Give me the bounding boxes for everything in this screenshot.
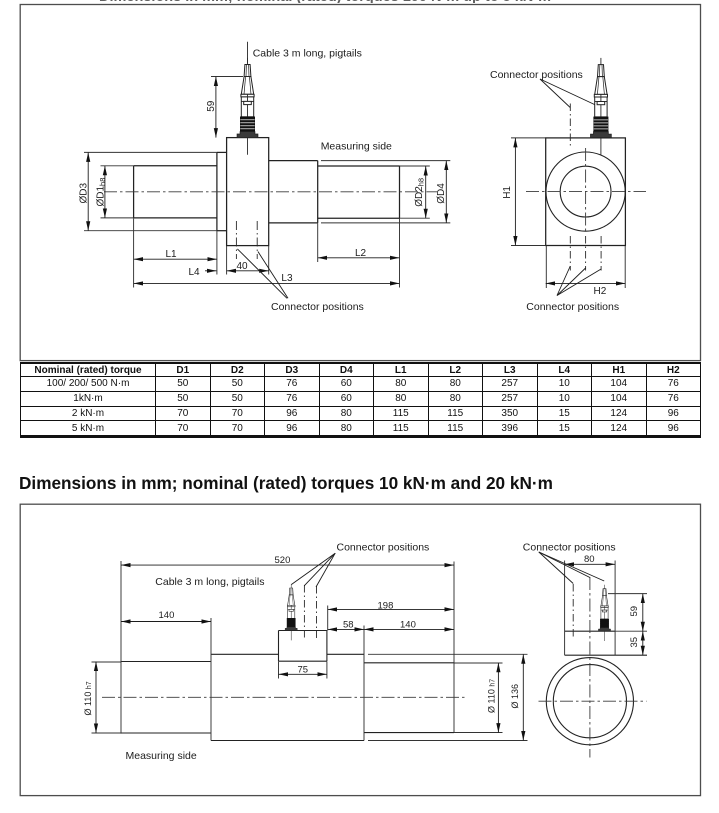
svg-text:H2: H2 — [594, 286, 607, 297]
svg-text:Connector positions: Connector positions — [523, 542, 616, 554]
svg-text:Connector positions: Connector positions — [490, 69, 583, 81]
svg-text:80: 80 — [584, 554, 595, 565]
svg-text:Ø 136: Ø 136 — [510, 684, 520, 709]
svg-text:L2: L2 — [355, 248, 367, 259]
svg-text:L3: L3 — [281, 273, 293, 284]
svg-text:40: 40 — [237, 261, 249, 272]
svg-text:140: 140 — [400, 620, 416, 631]
svg-text:ØD4: ØD4 — [436, 183, 447, 204]
svg-text:Ø 110 h7: Ø 110 h7 — [83, 681, 93, 715]
svg-text:L4: L4 — [189, 267, 201, 278]
svg-text:58: 58 — [343, 620, 354, 631]
svg-text:ØD3: ØD3 — [78, 183, 89, 204]
svg-text:Connector positions: Connector positions — [271, 301, 364, 313]
svg-text:198: 198 — [378, 601, 394, 612]
svg-text:Cable 3 m long, pigtails: Cable 3 m long, pigtails — [253, 47, 362, 59]
svg-text:75: 75 — [298, 665, 309, 676]
svg-text:Measuring side: Measuring side — [321, 140, 392, 152]
svg-text:Connector positions: Connector positions — [526, 301, 619, 313]
svg-text:L1: L1 — [166, 249, 178, 260]
svg-text:Ø 110 h7: Ø 110 h7 — [487, 679, 497, 713]
svg-text:520: 520 — [275, 555, 291, 566]
svg-text:Measuring side: Measuring side — [126, 750, 197, 762]
svg-text:Cable 3 m long, pigtails: Cable 3 m long, pigtails — [155, 576, 264, 588]
svg-text:ØD2h8: ØD2h8 — [414, 178, 426, 207]
svg-text:59: 59 — [629, 606, 640, 617]
svg-text:59: 59 — [206, 100, 217, 112]
svg-text:140: 140 — [159, 610, 175, 621]
svg-text:Connector positions: Connector positions — [337, 542, 430, 554]
svg-text:ØD1h8: ØD1h8 — [96, 178, 108, 207]
svg-text:H1: H1 — [502, 186, 513, 199]
svg-text:35: 35 — [629, 637, 640, 648]
